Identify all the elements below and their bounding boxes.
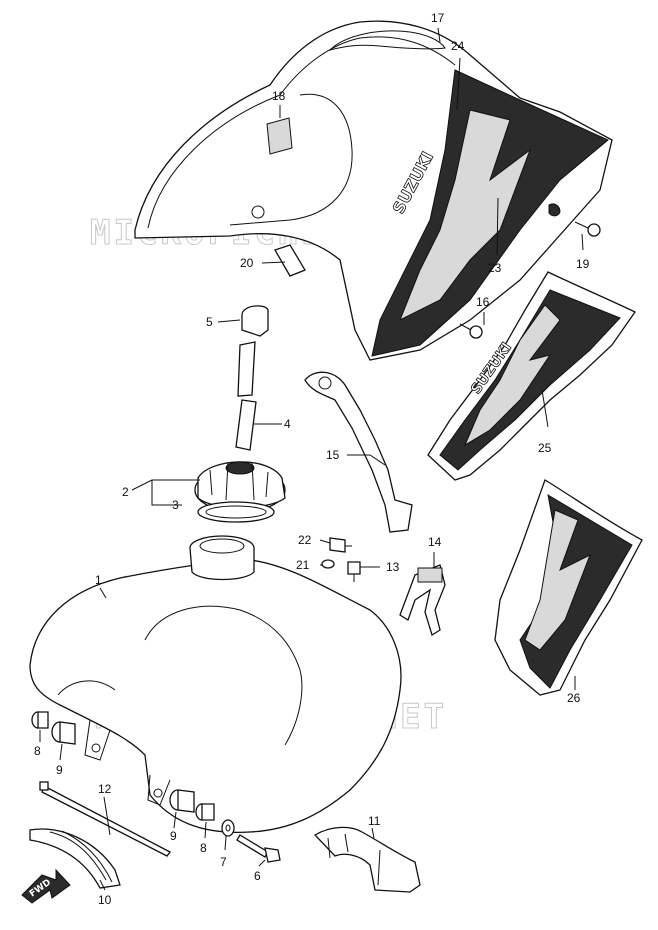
part-5-clamp	[241, 305, 269, 337]
callout-9-left: 9	[56, 763, 63, 777]
callout-8-left: 8	[34, 744, 41, 758]
part-13-screw	[347, 561, 361, 582]
callout-11: 11	[368, 814, 381, 828]
callout-20: 20	[240, 256, 254, 270]
callout-22: 22	[298, 533, 312, 547]
part-10-pad	[29, 828, 121, 889]
callout-6: 6	[254, 869, 261, 883]
callout-7: 7	[220, 855, 227, 869]
callout-5: 5	[206, 315, 213, 329]
callout-15: 15	[326, 448, 340, 462]
part-9-cushion-right	[169, 789, 195, 813]
callout-3: 3	[172, 498, 179, 512]
leader-lines	[39, 27, 584, 891]
part-18-small-decal	[266, 117, 293, 155]
part-4-breather-hose	[235, 341, 257, 451]
callout-9-right: 9	[170, 829, 177, 843]
part-11-heat-guard	[313, 826, 421, 893]
part-9-cushion-left	[51, 721, 76, 745]
callout-24: 24	[451, 39, 465, 53]
callout-21: 21	[296, 558, 310, 572]
callout-1: 1	[95, 573, 102, 587]
part-6-bolt	[236, 834, 281, 863]
callout-16: 16	[476, 295, 490, 309]
part-22-screw	[329, 537, 352, 553]
part-7-washer	[221, 819, 235, 837]
callouts: 1 2 3 4 5 6 7 8 8 9 9 10 11 12 13 14 15 …	[34, 11, 590, 907]
part-8-collar-right	[195, 803, 215, 821]
part-2-fuel-cap	[194, 461, 286, 513]
part-19-screw	[548, 203, 601, 237]
part-8-collar-left	[31, 711, 49, 729]
callout-13: 13	[386, 560, 400, 574]
callout-19: 19	[576, 257, 590, 271]
part-14-bracket	[399, 564, 446, 637]
callout-10: 10	[98, 893, 112, 907]
part-21-nut	[321, 559, 335, 569]
callout-12: 12	[98, 782, 112, 796]
part-3-cap-gasket	[197, 501, 275, 523]
callout-23: 23	[488, 261, 502, 275]
part-15-bracket	[304, 371, 413, 533]
callout-8-right: 8	[200, 841, 207, 855]
callout-4: 4	[284, 417, 291, 431]
callout-25: 25	[538, 441, 552, 455]
callout-26: 26	[567, 691, 581, 705]
callout-17: 17	[431, 11, 445, 25]
part-1-fuel-tank	[29, 535, 402, 834]
callout-2: 2	[122, 485, 129, 499]
part-26-shroud-decal	[494, 479, 643, 696]
part-16-screw	[459, 323, 483, 339]
part-12-strap	[39, 781, 171, 857]
callout-14: 14	[428, 535, 442, 549]
fwd-arrow-icon: FWD	[21, 868, 71, 904]
callout-18: 18	[272, 89, 286, 103]
part-20-clip	[274, 244, 306, 277]
